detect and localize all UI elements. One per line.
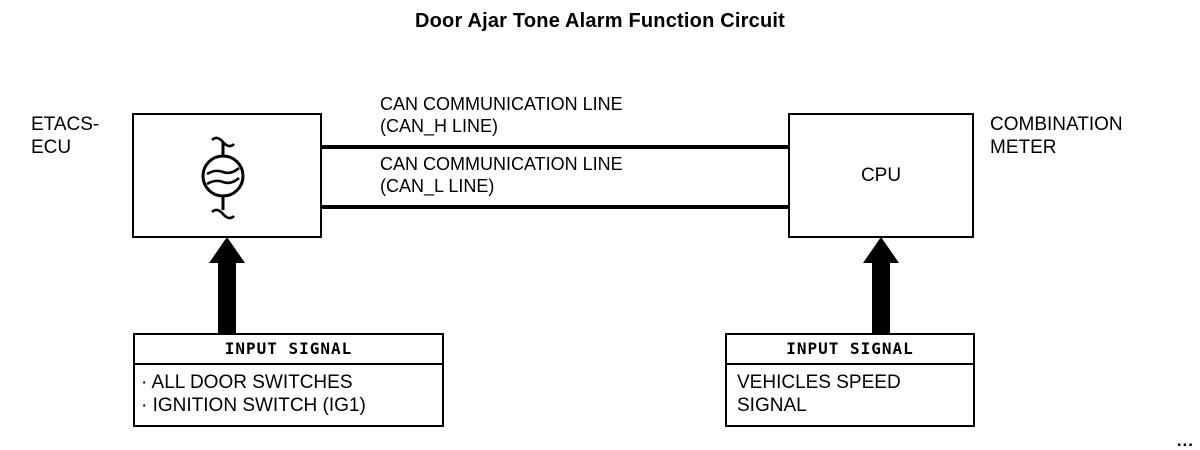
input-signal-header-left: INPUT SIGNAL: [135, 335, 442, 365]
can-h-line-label: CAN COMMUNICATION LINE (CAN_H LINE): [380, 94, 623, 136]
input-signal-box-left: INPUT SIGNAL · ALL DOOR SWITCHES · IGNIT…: [133, 333, 444, 427]
input-signal-box-right: INPUT SIGNAL VEHICLES SPEED SIGNAL: [725, 333, 975, 427]
cpu-block: CPU: [788, 113, 974, 238]
can-l-line: [322, 205, 789, 209]
page-title: Door Ajar Tone Alarm Function Circuit: [414, 10, 785, 32]
input-arrow-right-icon: [861, 237, 901, 335]
tone-generator-icon: [196, 130, 250, 222]
can-h-line: [322, 145, 789, 149]
input-arrow-left-icon: [207, 237, 247, 335]
input-signal-body-left: · ALL DOOR SWITCHES · IGNITION SWITCH (I…: [141, 372, 366, 416]
combination-meter-label: COMBINATION METER: [990, 114, 1123, 158]
etacs-ecu-label: ETACS- ECU: [31, 114, 100, 158]
corner-ellipsis-mark: ...: [1176, 431, 1194, 450]
input-signal-header-right: INPUT SIGNAL: [727, 335, 973, 365]
input-signal-body-right: VEHICLES SPEED SIGNAL: [737, 372, 901, 416]
can-l-line-label: CAN COMMUNICATION LINE (CAN_L LINE): [380, 154, 623, 196]
cpu-label: CPU: [860, 164, 902, 186]
